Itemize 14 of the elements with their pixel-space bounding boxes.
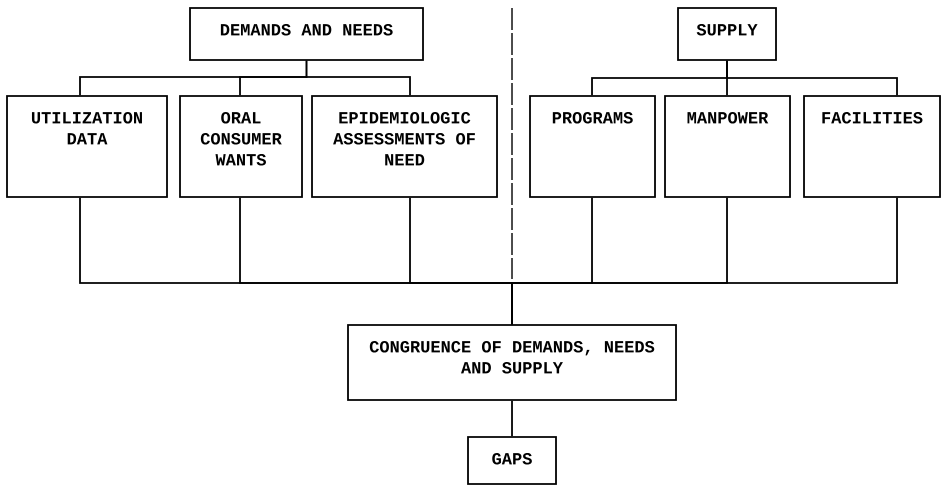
box: FACILITIES	[803, 95, 941, 198]
box: SUPPLY	[677, 7, 777, 61]
box: ORAL CONSUMER WANTS	[179, 95, 303, 198]
connector-line	[511, 198, 898, 324]
box: DEMANDS AND NEEDS	[189, 7, 424, 61]
box: GAPS	[467, 436, 557, 485]
box: UTILIZATION DATA	[6, 95, 168, 198]
box: EPIDEMIOLOGIC ASSESSMENTS OF NEED	[311, 95, 498, 198]
connector-line	[726, 60, 898, 96]
connector-line	[306, 60, 411, 96]
box: MANPOWER	[664, 95, 791, 198]
box: PROGRAMS	[529, 95, 656, 198]
connector-line	[511, 400, 513, 436]
box: CONGRUENCE OF DEMANDS, NEEDS AND SUPPLY	[347, 324, 677, 401]
